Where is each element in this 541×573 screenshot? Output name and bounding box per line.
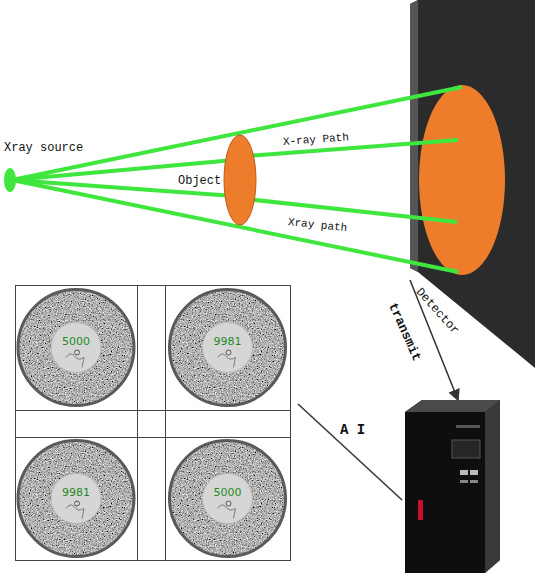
scan-number: 5000	[165, 487, 290, 498]
scan-image-panel: 9981	[15, 437, 137, 560]
image-grid	[15, 285, 291, 561]
scan-number: 9981	[165, 336, 290, 347]
scan-disc	[15, 437, 137, 560]
diagram-label: Object	[178, 175, 221, 187]
diagram-label: X-ray Path	[283, 132, 350, 148]
detector-edge	[410, 0, 418, 272]
diagram-label: Xray source	[4, 142, 83, 154]
scan-disc	[165, 285, 290, 410]
detector-image	[419, 85, 505, 275]
scan-disc	[165, 437, 290, 560]
xray-source	[4, 168, 16, 192]
detector-panel	[410, 0, 535, 368]
scan-image-panel: 5000	[165, 437, 290, 560]
computer-tower	[405, 400, 500, 573]
scan-image-panel: 5000	[15, 285, 137, 410]
xray-beams	[12, 87, 462, 272]
diagram-label: A I	[340, 423, 365, 437]
scan-image-panel: 9981	[165, 285, 290, 410]
ai-line	[298, 404, 402, 500]
object-shape	[224, 135, 256, 225]
diagram-label: transmit	[386, 300, 423, 362]
scan-disc	[15, 285, 137, 410]
scan-number: 5000	[15, 336, 137, 347]
diagram-label: Xray path	[287, 217, 347, 234]
scan-number: 9981	[15, 487, 137, 498]
